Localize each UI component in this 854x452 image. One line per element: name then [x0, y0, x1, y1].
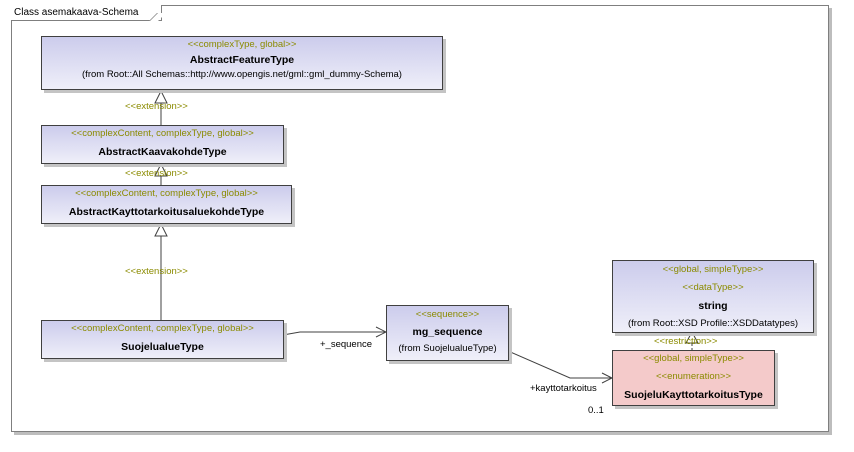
- kayttotarkoitus-role-label: +kayttotarkoitus: [530, 383, 597, 394]
- class-name: AbstractKayttotarkoitusaluekohdeType: [68, 206, 265, 218]
- class-name: SuojelualueType: [121, 341, 204, 353]
- restriction-label: <<restriction>>: [654, 336, 718, 347]
- stereotype-label: <<complexContent, complexType, global>>: [71, 323, 254, 334]
- stereotype-label: <<complexType, global>>: [187, 39, 297, 50]
- class-string[interactable]: <<global, simpleType>> <<dataType>> stri…: [612, 260, 814, 333]
- class-suojelualue-type[interactable]: <<complexContent, complexType, global>> …: [41, 320, 284, 359]
- from-label: (from SuojelualueType): [398, 343, 497, 354]
- kayttotarkoitus-association-line: [507, 350, 612, 379]
- frame-title-text: Class asemakaava-Schema: [14, 7, 139, 18]
- class-mg-sequence[interactable]: <<sequence>> mg_sequence (from Suojelual…: [386, 305, 509, 361]
- stereotype-label: <<global, simpleType>>: [662, 264, 764, 275]
- stereotype-label-enumeration: <<enumeration>>: [655, 371, 731, 382]
- class-name: SuojeluKayttotarkoitusType: [624, 389, 763, 401]
- enum-suojelu-kayttotarkoitus-type[interactable]: <<global, simpleType>> <<enumeration>> S…: [612, 350, 775, 406]
- stereotype-label-datatype: <<dataType>>: [682, 282, 744, 293]
- extension-label-3: <<extension>>: [125, 266, 188, 277]
- stereotype-label: <<complexContent, complexType, global>>: [71, 128, 254, 139]
- class-name: string: [698, 300, 728, 312]
- sequence-role-label: +_sequence: [320, 339, 373, 350]
- class-name: mg_sequence: [412, 326, 483, 338]
- from-label: (from Root::All Schemas::http://www.open…: [82, 69, 402, 80]
- extension-arrowhead-2: [154, 162, 168, 177]
- multiplicity-label: 0..1: [588, 405, 604, 416]
- stereotype-label: <<complexContent, complexType, global>>: [75, 188, 258, 199]
- stereotype-label: <<sequence>>: [415, 309, 480, 320]
- class-abstract-kayttotarkoitusaluekohde-type[interactable]: <<complexContent, complexType, global>> …: [41, 185, 292, 224]
- from-label: (from Root::XSD Profile::XSDDatatypes): [628, 318, 798, 329]
- extension-label-1: <<extension>>: [125, 101, 188, 112]
- sequence-association-line: [282, 331, 386, 336]
- restriction-arrowhead: [685, 330, 699, 344]
- class-name: AbstractKaavakohdeType: [98, 146, 227, 158]
- stereotype-label: <<global, simpleType>>: [643, 353, 744, 364]
- extension-arrowhead-1: [154, 89, 168, 104]
- class-name: AbstractFeatureType: [189, 54, 295, 66]
- class-abstract-kaavakohde-type[interactable]: <<complexContent, complexType, global>> …: [41, 125, 284, 164]
- frame-title: Class asemakaava-Schema: [11, 5, 166, 21]
- extension-label-2: <<extension>>: [125, 168, 188, 179]
- class-abstract-feature-type[interactable]: <<complexType, global>> AbstractFeatureT…: [41, 36, 443, 90]
- extension-arrowhead-3: [154, 222, 168, 237]
